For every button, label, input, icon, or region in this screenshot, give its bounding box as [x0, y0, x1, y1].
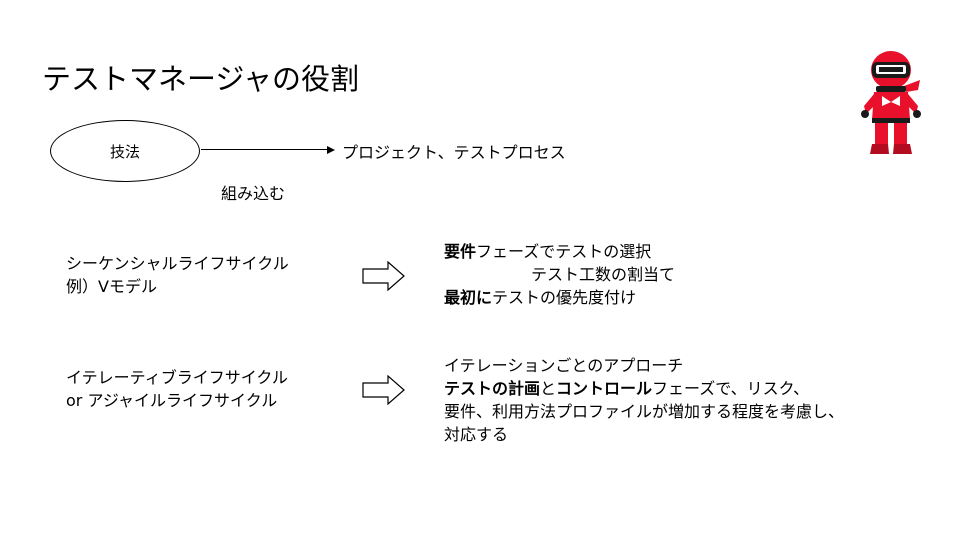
row1-left-line: 例）Vモデル — [66, 277, 157, 296]
line-text: と — [540, 379, 557, 398]
row2-right-line4: 対応する — [444, 425, 509, 444]
page-title: テストマネージャの役割 — [42, 62, 359, 96]
ellipse-label: 技法 — [109, 142, 140, 161]
line-text: フェーズでテストの選択 — [476, 242, 652, 261]
block-arrow-right-icon — [362, 375, 405, 405]
arrow-head-icon — [327, 146, 335, 154]
line-text: テストの優先度付け — [492, 288, 637, 307]
row2-right-line3: 要件、利用方法プロファイルが増加する程度を考慮し、 — [444, 402, 845, 421]
bold-text: コントロール — [556, 379, 653, 398]
row2-right-line2: テストの計画とコントロールフェーズで、リスク、 — [444, 377, 844, 400]
bold-text: テストの計画 — [444, 379, 541, 398]
block-arrow-right-icon — [362, 261, 405, 291]
arrow-target-label: プロジェクト、テストプロセス — [342, 143, 566, 162]
row2-left-line: or アジャイルライフサイクル — [66, 391, 278, 410]
row2-left-line: イテレーティブライフサイクル — [66, 368, 288, 387]
row2-right-text: イテレーションごとのアプローチ テストの計画とコントロールフェーズで、リスク、 … — [444, 354, 844, 446]
row2-left-text: イテレーティブライフサイクル or アジャイルライフサイクル — [66, 366, 288, 412]
ninja-mascot-icon — [861, 51, 921, 154]
technique-ellipse: 技法 — [50, 120, 200, 182]
row1-right-line1: 要件フェーズでテストの選択 — [444, 240, 675, 263]
row1-right-text: 要件フェーズでテストの選択 テスト工数の割当て 最初にテストの優先度付け — [444, 240, 675, 309]
row2-right-line1: イテレーションごとのアプローチ — [444, 356, 684, 375]
bold-text: 最初に — [444, 288, 493, 307]
bold-text: 要件 — [444, 242, 477, 261]
embed-arrow-line — [201, 149, 329, 150]
arrow-caption: 組み込む — [221, 184, 286, 203]
row1-right-line3: 最初にテストの優先度付け — [444, 286, 675, 309]
row1-left-line: シーケンシャルライフサイクル — [66, 254, 289, 273]
row1-left-text: シーケンシャルライフサイクル 例）Vモデル — [66, 252, 289, 298]
row1-right-line2: テスト工数の割当て — [531, 265, 676, 284]
line-text: フェーズで、リスク、 — [652, 379, 810, 398]
